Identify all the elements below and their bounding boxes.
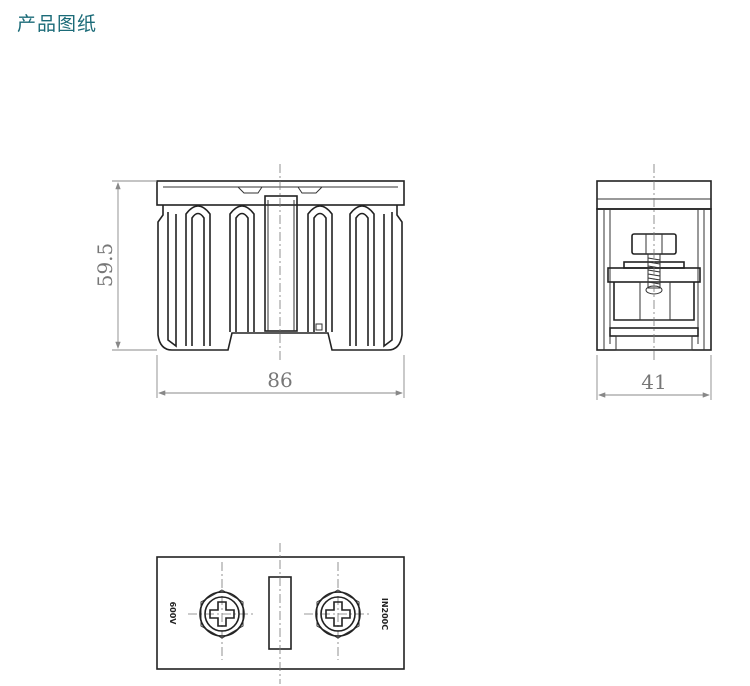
front-view [156, 164, 405, 362]
left-screw-terminal [188, 562, 256, 660]
top-view-outline [156, 556, 405, 670]
front-dimensions: 59.5 86 [93, 180, 405, 398]
side-view [596, 164, 712, 360]
voltage-label: 600V [168, 602, 177, 626]
right-phillips-head [325, 601, 351, 627]
dim-height-label: 59.5 [93, 243, 117, 288]
right-screw-terminal [304, 562, 372, 660]
dim-width-side-label: 41 [641, 370, 666, 394]
current-label: IN200C [380, 598, 389, 630]
left-phillips-head [209, 601, 235, 627]
front-top-cap [156, 180, 405, 206]
front-body-outline [157, 205, 403, 351]
side-dimensions: 41 [596, 355, 712, 400]
top-view: 600V IN200C [156, 543, 405, 684]
front-center-slot [264, 195, 298, 332]
dim-width-front-label: 86 [267, 368, 292, 392]
page-title: 产品图纸 [17, 13, 98, 35]
